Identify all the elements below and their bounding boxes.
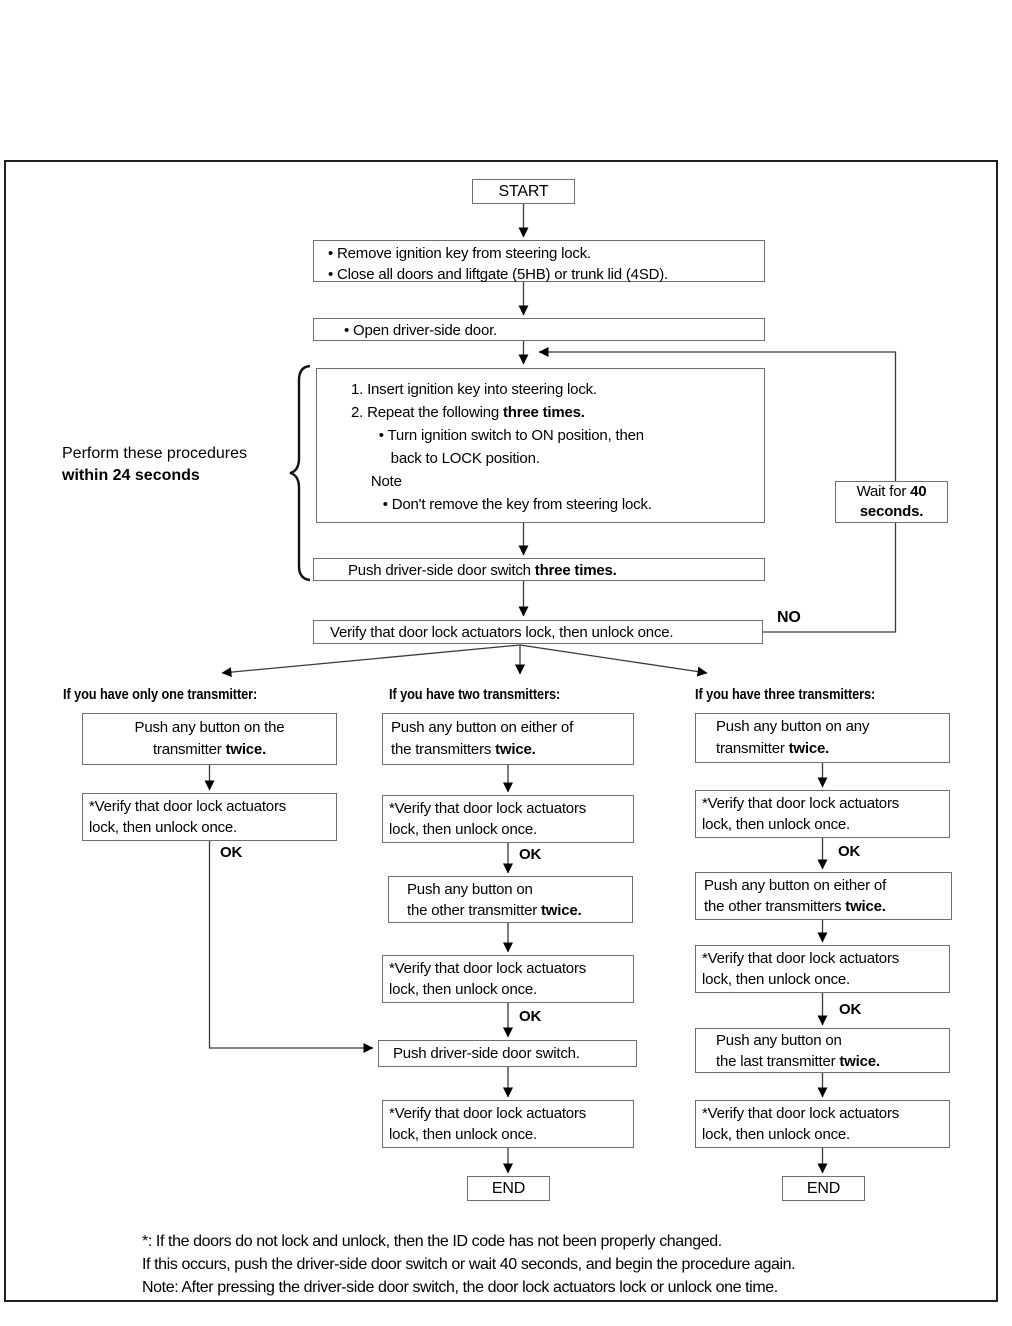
c2-ok-label-2: OK: [519, 1008, 542, 1025]
verify-actuators-node: Verify that door lock actuators lock, th…: [313, 620, 763, 644]
footnote-note: Note: After pressing the driver-side doo…: [142, 1279, 778, 1296]
arrow-c1-ok-to-switch: [208, 841, 374, 1053]
no-branch-label: NO: [777, 609, 801, 626]
c2-ok-label-1: OK: [519, 846, 542, 863]
c2-end-node: END: [467, 1176, 550, 1201]
footnote-retry: If this occurs, push the driver-side doo…: [142, 1256, 796, 1273]
prep-steps-node: • Remove ignition key from steering lock…: [313, 240, 765, 283]
c2-push-door-switch-node: Push driver-side door switch.: [378, 1040, 637, 1067]
start-node: START: [472, 179, 575, 204]
push-switch-three-times-node: Push driver-side door switch three times…: [313, 558, 765, 581]
footnote-asterisk: *: If the doors do not lock and unlock, …: [142, 1233, 722, 1250]
open-door-node: • Open driver-side door.: [313, 318, 765, 341]
c3-ok-label-1: OK: [838, 843, 861, 860]
ignition-procedure-node: 1. Insert ignition key into steering loc…: [316, 368, 765, 523]
header-two-transmitters: If you have two transmitters:: [389, 686, 561, 703]
header-three-transmitters: If you have three transmitters:: [695, 686, 876, 703]
arrow-split-right: [519, 644, 708, 677]
c1-ok-label: OK: [220, 844, 243, 861]
c3-ok-label-2: OK: [839, 1001, 862, 1018]
c3-end-node: END: [782, 1176, 865, 1201]
diagram-frame: [4, 160, 998, 1302]
arrow-split-left: [221, 644, 521, 678]
header-one-transmitter: If you have only one transmitter:: [63, 686, 258, 703]
brace-24-seconds: [289, 364, 311, 582]
